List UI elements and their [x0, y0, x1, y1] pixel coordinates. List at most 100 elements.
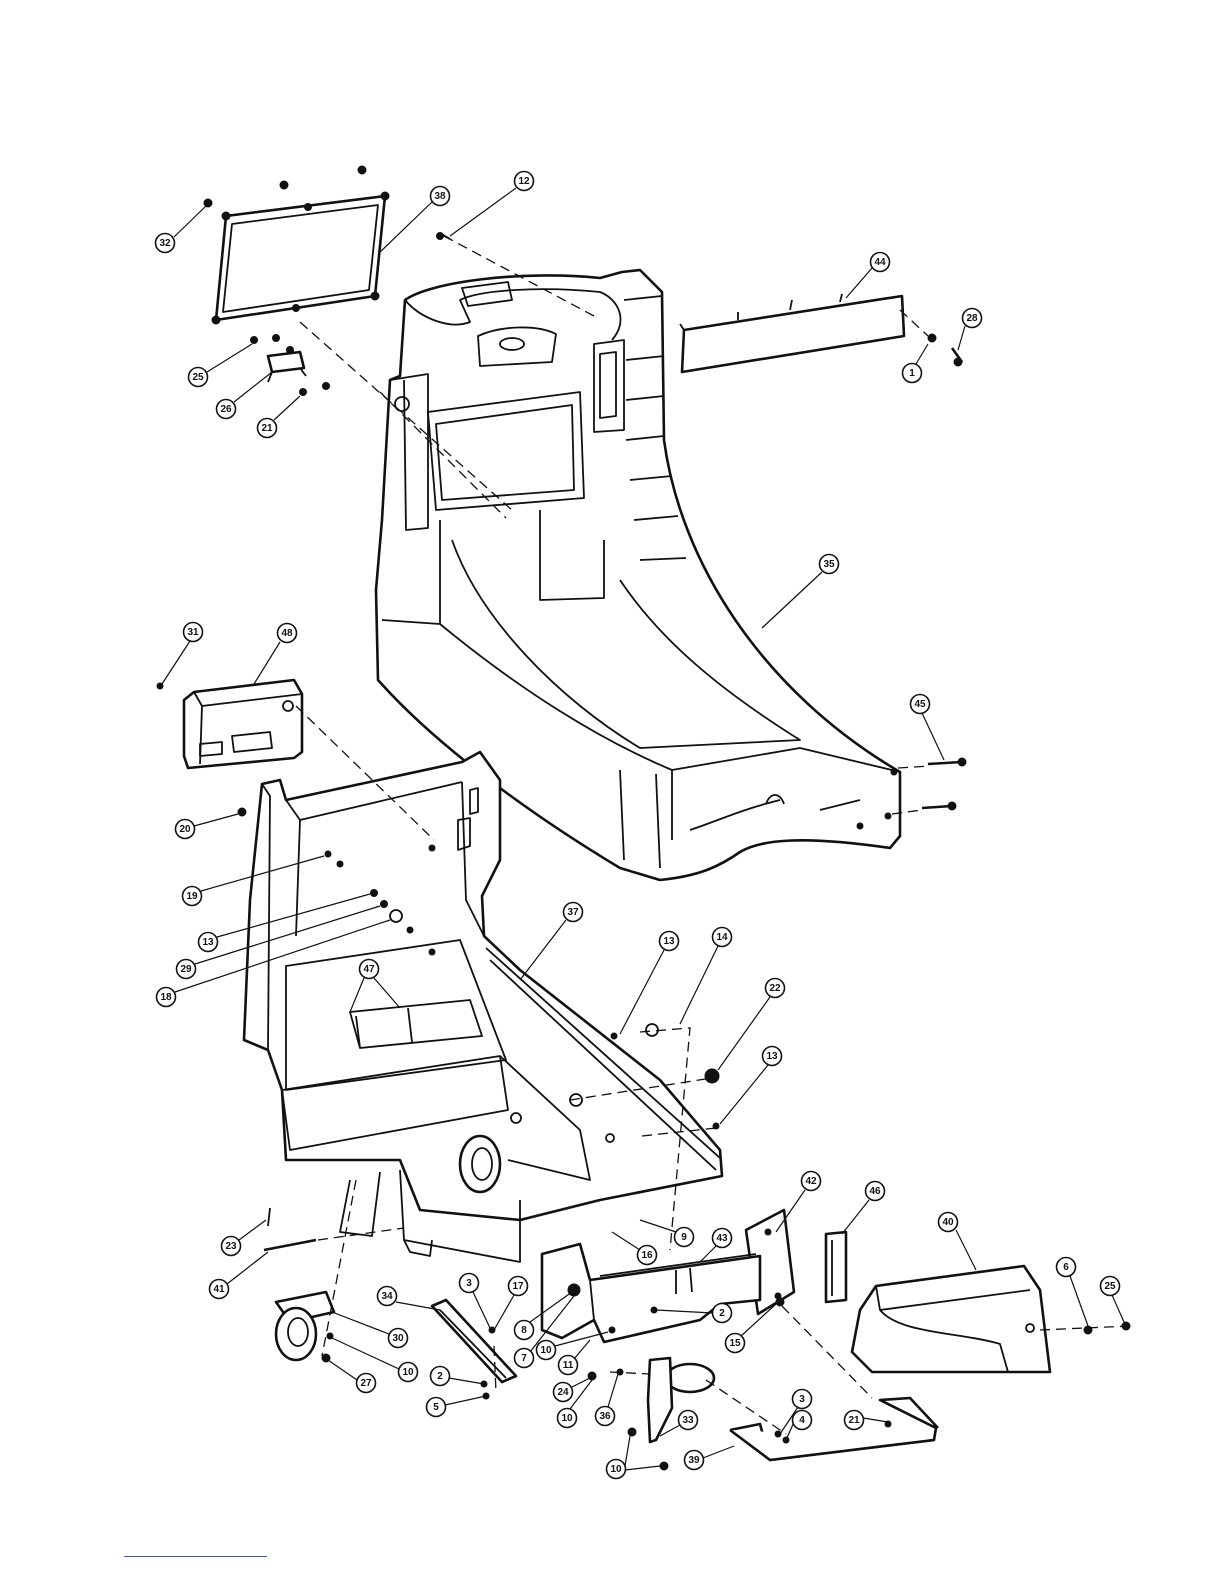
callout-label: 36 — [599, 1411, 611, 1422]
callout-balloon: 13 — [660, 932, 679, 951]
callout-balloon: 7 — [515, 1349, 534, 1368]
callout-balloon: 10 — [399, 1363, 418, 1382]
callout-label: 9 — [681, 1232, 687, 1243]
callout-balloon: 10 — [558, 1409, 577, 1428]
callout-balloon: 31 — [184, 623, 203, 642]
callout-balloon: 28 — [963, 309, 982, 328]
callout-label: 12 — [518, 176, 530, 187]
callout-label: 32 — [159, 238, 171, 249]
callout-balloon: 29 — [177, 960, 196, 979]
callout-label: 48 — [281, 628, 293, 639]
callout-balloon: 27 — [357, 1374, 376, 1393]
callout-label: 2 — [437, 1371, 443, 1382]
callout-balloon: 11 — [559, 1356, 578, 1375]
callout-label: 25 — [1104, 1281, 1116, 1292]
callout-balloon: 35 — [820, 555, 839, 574]
callout-balloon: 5 — [427, 1398, 446, 1417]
callout-balloon: 17 — [509, 1277, 528, 1296]
callout-balloon: 46 — [866, 1182, 885, 1201]
callout-balloon: 47 — [360, 960, 379, 979]
callout-balloon: 30 — [389, 1329, 408, 1348]
callout-balloon: 40 — [939, 1213, 958, 1232]
callout-label: 5 — [433, 1402, 439, 1413]
callout-label: 34 — [381, 1291, 393, 1302]
callout-balloon: 43 — [713, 1229, 732, 1248]
callout-label: 33 — [682, 1415, 694, 1426]
callout-label: 21 — [261, 423, 273, 434]
callout-balloon: 25 — [1101, 1277, 1120, 1296]
callout-label: 11 — [563, 1360, 574, 1371]
callout-balloon: 36 — [596, 1407, 615, 1426]
caster-30 — [276, 1292, 334, 1362]
callout-balloon: 13 — [763, 1047, 782, 1066]
callout-label: 24 — [557, 1387, 569, 1398]
callout-balloon: 2 — [713, 1304, 732, 1323]
callout-balloon: 48 — [278, 624, 297, 643]
callout-label: 1 — [909, 368, 915, 379]
spacer-46 — [826, 1232, 846, 1302]
callout-balloon: 23 — [222, 1237, 241, 1256]
callout-label: 3 — [799, 1394, 805, 1405]
callout-label: 15 — [729, 1338, 741, 1349]
callout-label: 2 — [719, 1308, 725, 1319]
callout-balloon: 6 — [1057, 1258, 1076, 1277]
cover-plate-38 — [212, 192, 389, 324]
callout-label: 13 — [663, 936, 675, 947]
callout-label: 10 — [402, 1367, 414, 1378]
callout-label: 16 — [641, 1250, 653, 1261]
callout-label: 8 — [521, 1325, 527, 1336]
bolts-45 — [922, 758, 966, 810]
control-box-48 — [157, 680, 302, 768]
footer-rule — [124, 1556, 267, 1557]
callout-balloon: 44 — [871, 253, 890, 272]
callout-label: 10 — [561, 1413, 573, 1424]
callout-balloon: 33 — [679, 1411, 698, 1430]
callout-label: 26 — [220, 404, 232, 415]
callout-label: 47 — [363, 964, 375, 975]
callout-label: 44 — [874, 257, 886, 268]
callout-label: 30 — [392, 1333, 404, 1344]
callout-balloon: 25 — [189, 368, 208, 387]
callout-balloon: 15 — [726, 1334, 745, 1353]
callout-label: 41 — [213, 1284, 225, 1295]
callout-balloon: 37 — [564, 903, 583, 922]
callout-balloon: 34 — [378, 1287, 397, 1306]
callout-balloon: 24 — [554, 1383, 573, 1402]
callout-label: 35 — [823, 559, 835, 570]
callout-label: 46 — [869, 1186, 881, 1197]
pedal-39 — [730, 1398, 938, 1460]
callout-label: 42 — [805, 1176, 817, 1187]
callout-label: 21 — [848, 1415, 860, 1426]
callout-balloon: 9 — [675, 1228, 694, 1247]
callout-label: 25 — [192, 372, 204, 383]
callout-balloon: 10 — [537, 1341, 556, 1360]
callout-label: 38 — [434, 191, 446, 202]
callout-label: 43 — [716, 1233, 728, 1244]
callout-label: 22 — [769, 983, 781, 994]
callout-label: 10 — [610, 1464, 622, 1475]
callout-balloon: 4 — [793, 1411, 812, 1430]
callout-balloon: 42 — [802, 1172, 821, 1191]
callout-balloon: 22 — [766, 979, 785, 998]
callout-label: 23 — [225, 1241, 237, 1252]
callout-balloon: 32 — [156, 234, 175, 253]
cover-40 — [852, 1266, 1130, 1372]
callout-balloon: 26 — [217, 400, 236, 419]
callout-label: 7 — [521, 1353, 527, 1364]
callout-label: 14 — [716, 932, 728, 943]
callout-balloon: 14 — [713, 928, 732, 947]
pin-41 — [264, 1208, 316, 1250]
callout-balloon: 8 — [515, 1321, 534, 1340]
callout-balloon: 10 — [607, 1460, 626, 1479]
callout-balloon: 21 — [258, 419, 277, 438]
callout-label: 27 — [360, 1378, 372, 1389]
callout-balloon: 3 — [460, 1274, 479, 1293]
callout-label: 19 — [186, 891, 198, 902]
callout-balloon: 45 — [911, 695, 930, 714]
callout-label: 18 — [160, 992, 172, 1003]
callout-label: 13 — [766, 1051, 778, 1062]
bracket-26 — [251, 335, 330, 396]
callout-balloon: 20 — [176, 820, 195, 839]
callout-balloon: 41 — [210, 1280, 229, 1299]
